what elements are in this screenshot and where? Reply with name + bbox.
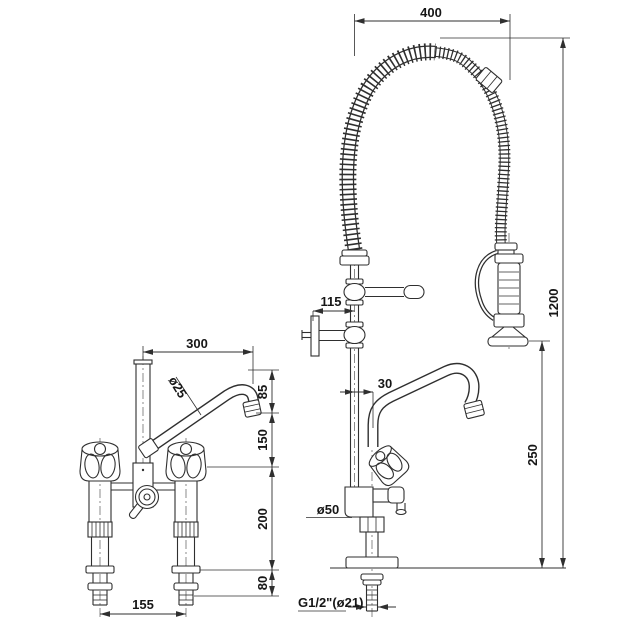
dim-shank-length-label: 80 xyxy=(255,576,270,590)
left-handle-left xyxy=(79,441,121,482)
main-column xyxy=(343,265,425,487)
dim-overall-height-label: 1200 xyxy=(546,289,561,318)
base-flange xyxy=(345,556,399,569)
wall-bracket xyxy=(301,315,345,357)
main-body xyxy=(344,486,407,612)
dim-hose-span-label: 400 xyxy=(420,5,442,20)
hose-support-arm xyxy=(403,284,425,300)
left-diverter xyxy=(128,484,160,519)
dim-spout-axis-offset-label: 30 xyxy=(378,376,392,391)
main-aerator xyxy=(463,399,485,420)
dim-base-diameter-label: ø50 xyxy=(317,502,339,517)
side-outlet xyxy=(387,486,405,504)
left-view-bridge-mixer xyxy=(79,356,262,619)
dim-inlet-centres-label: 155 xyxy=(132,597,154,612)
left-handle-right xyxy=(165,441,207,482)
main-view-pre-rinse-unit xyxy=(301,43,566,620)
left-aerator xyxy=(242,399,262,418)
hose-hex-fitting xyxy=(475,67,503,93)
dim-spout-reach-label: 300 xyxy=(186,336,208,351)
spray-head xyxy=(487,336,529,347)
spray-trigger xyxy=(474,249,498,321)
spring-hose xyxy=(339,43,511,266)
dim-spout-tube-diameter-label: ø25 xyxy=(165,374,190,401)
dim-wall-bracket-offset-label: 115 xyxy=(321,294,342,309)
spray-gun xyxy=(474,242,529,347)
hex-nut xyxy=(359,516,385,533)
dim-outlet-drop-label: 85 xyxy=(255,385,270,399)
dim-nozzle-clearance-label: 250 xyxy=(525,444,540,466)
main-swivel-spout xyxy=(367,362,485,447)
dim-body-height-label: 200 xyxy=(255,508,270,530)
main-knob-handle xyxy=(368,445,410,487)
dim-inlet-thread-label: G1/2"(ø21) xyxy=(298,595,363,610)
dim-spout-rise-label: 150 xyxy=(255,429,270,451)
dimension-lines xyxy=(100,14,570,617)
